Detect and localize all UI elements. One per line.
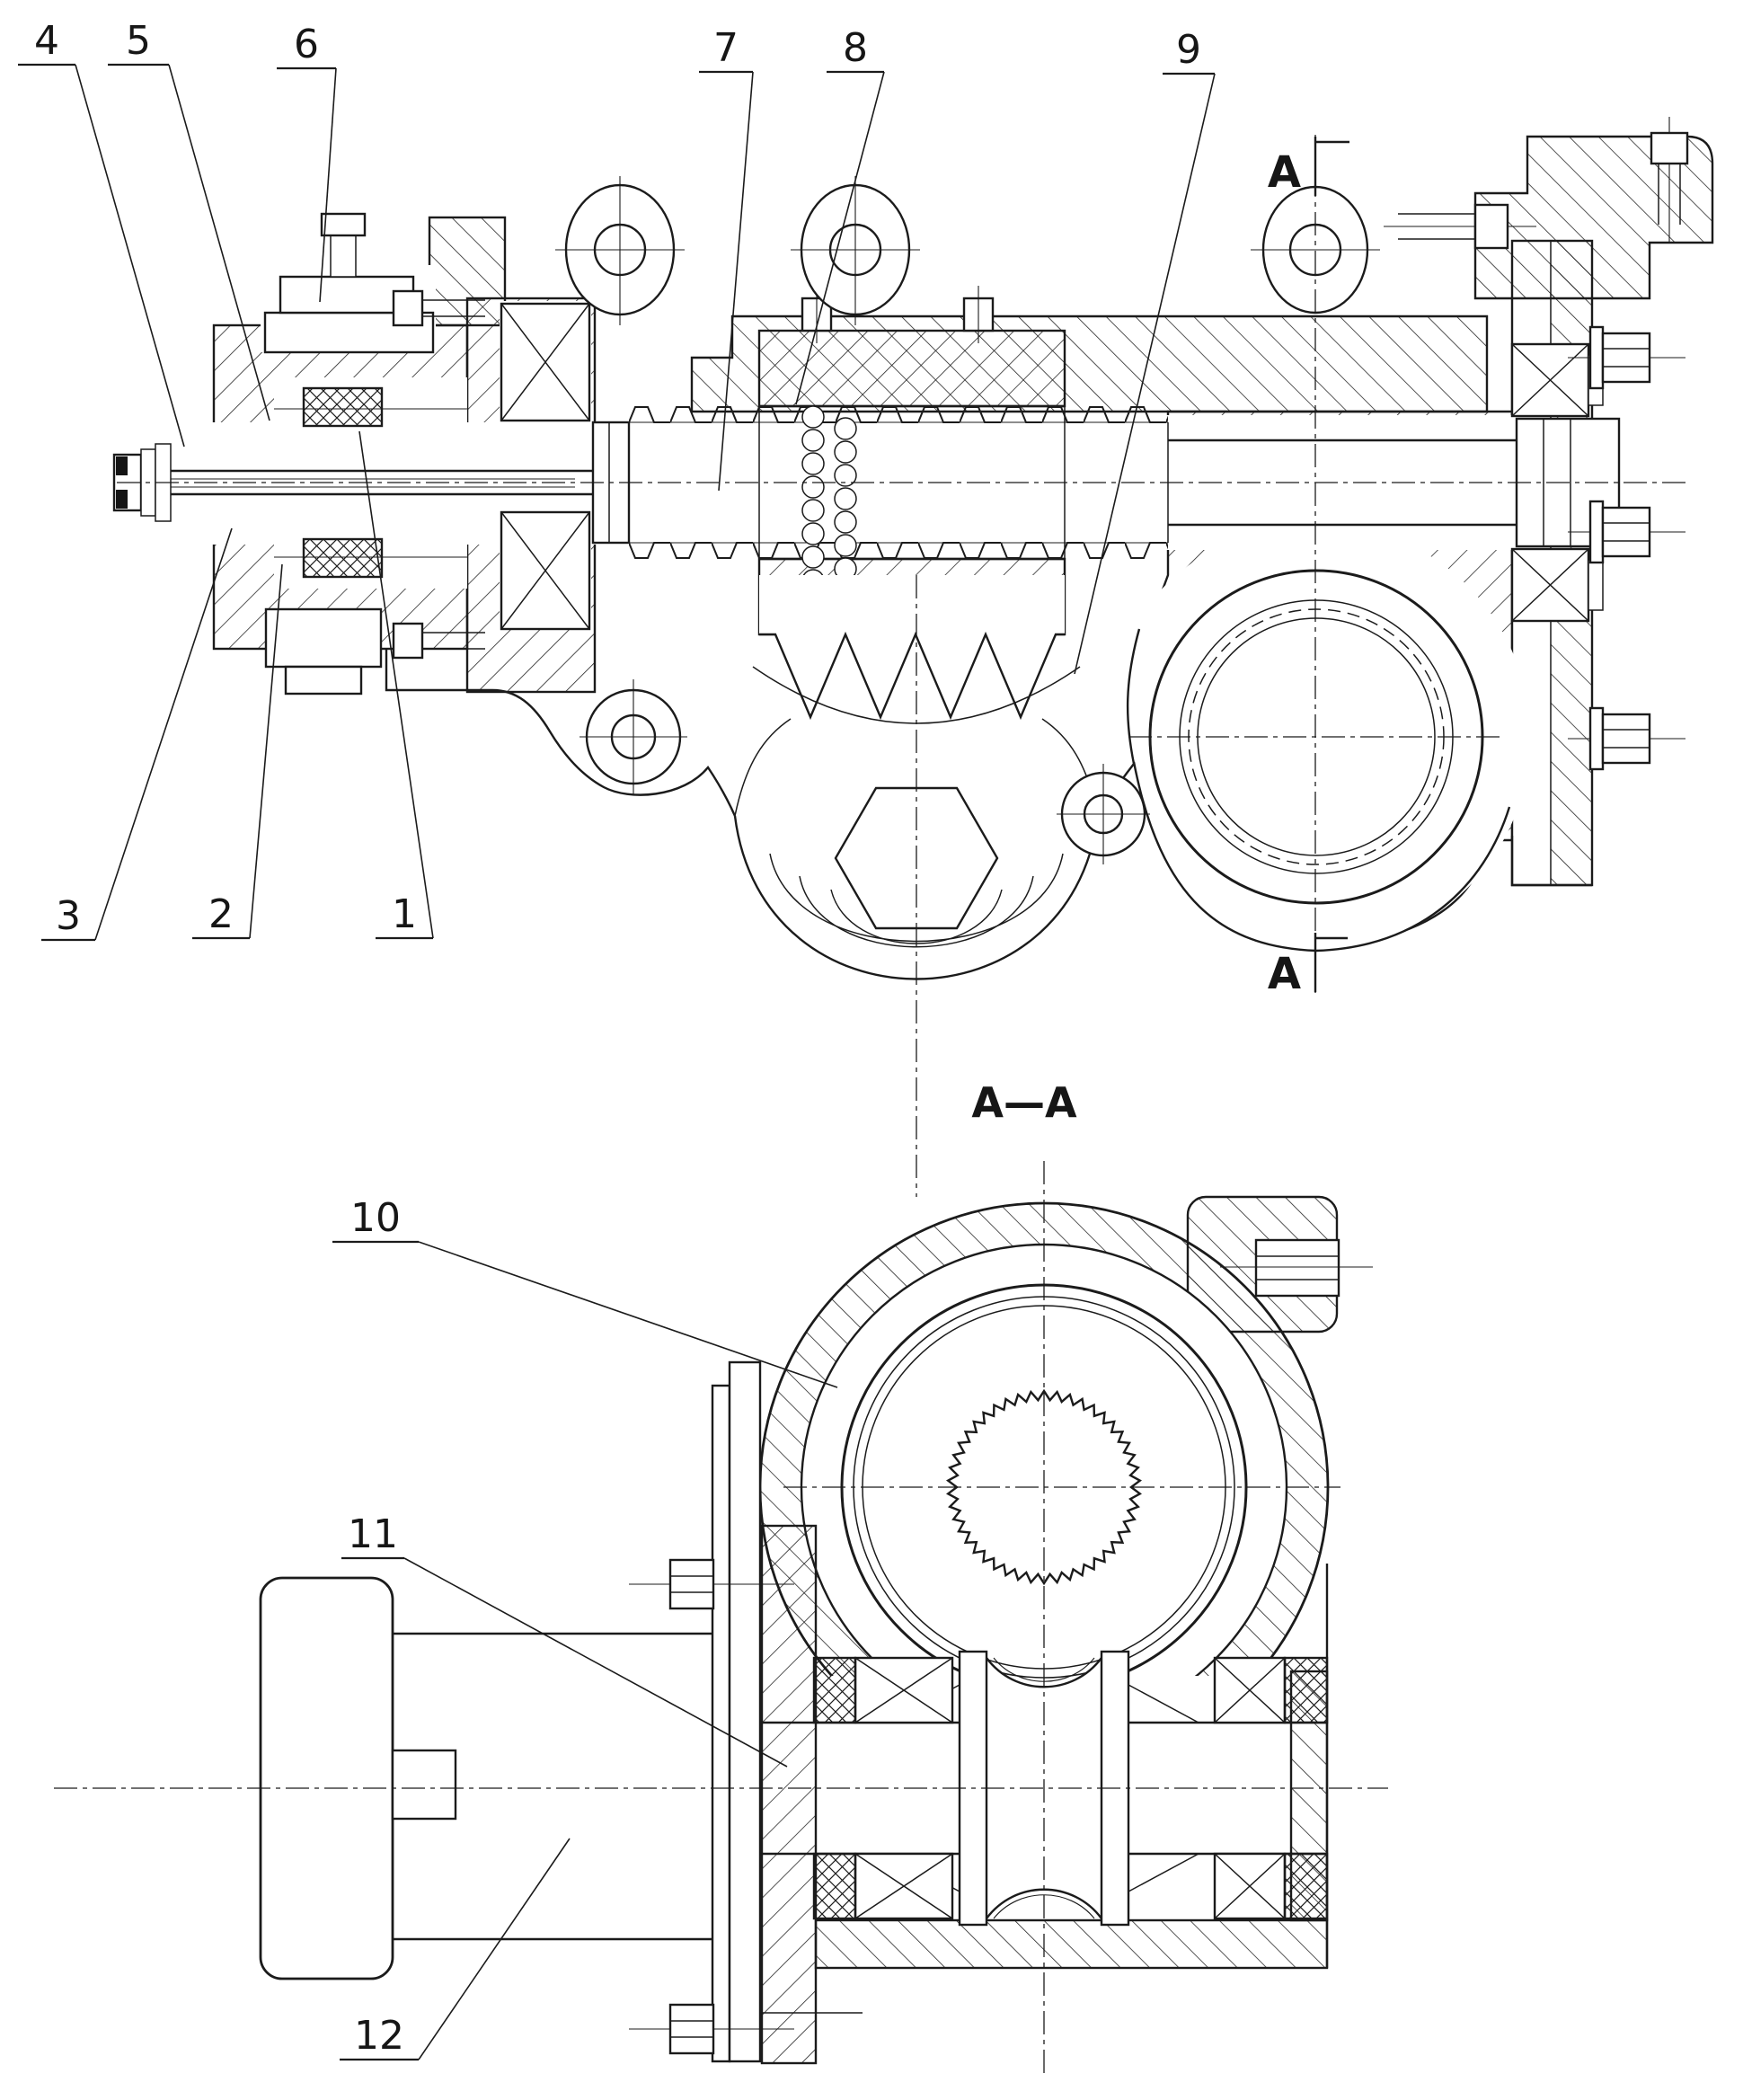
flange-plate-inner [728,1360,762,2063]
flange-bolt-2 [1568,500,1685,564]
callout-12-label: 12 [354,2013,404,2059]
screw-thread-bottom [629,542,1168,561]
adjuster-plate [284,665,363,696]
left-bolt-shaft-lower [422,632,485,650]
cap-stud-head [320,212,367,237]
callout-12: 12 [340,1838,571,2061]
right-flange-bolts [1384,117,1689,771]
input-shaft-assembly [112,212,595,696]
left-bolt-shaft-upper [422,299,485,317]
callout-11: 11 [341,1511,788,1768]
callout-4-label: 4 [34,18,59,64]
motor-shaft-stub [391,1749,457,1821]
callout-10: 10 [332,1195,838,1388]
motor-and-flange [259,1360,794,2063]
callout-4: 4 [18,18,185,447]
callout-5-label: 5 [126,18,151,64]
callout-8: 8 [795,25,885,405]
left-bolt-head-upper [392,289,424,327]
bolt-boss-lower-left [580,679,687,794]
callout-10-label: 10 [350,1195,401,1241]
left-wall-section [760,1524,818,2065]
adjuster-housing [264,607,383,669]
flange-bolt-3 [1568,706,1685,771]
callout-3-label: 3 [56,893,81,939]
callout-9-label: 9 [1176,27,1201,73]
worm-waist-top [986,1657,1102,1688]
ball-nut-top-band [757,329,1066,408]
left-bolt-head-lower [392,622,424,660]
callout-1-label: 1 [392,891,417,937]
screw-thread-top [629,404,1168,423]
base-wall-section [814,1918,1329,1970]
callout-3: 3 [41,527,233,942]
section-a-a-view: 10 11 12 [54,1161,1388,2074]
callout-1: 1 [358,430,434,940]
lock-nut-upper [302,386,384,428]
centerlines-section-view [54,1161,1388,2074]
motor-body [259,1576,394,1980]
lock-nut-lower [302,537,384,579]
valve-cap-inner [279,275,415,315]
callouts-section-view: 10 11 12 [332,1195,838,2061]
callout-5: 5 [108,18,270,421]
marker-top-label: A [1268,147,1301,198]
marker-bottom-label: A [1268,949,1301,999]
cutting-plane-marker-bottom: A [1268,933,1348,999]
top-vertical-bolt [1650,117,1689,243]
top-right-cap-block [1473,135,1714,300]
cap-stud [330,231,357,278]
flange-plate-outer [711,1384,731,2063]
top-horizontal-bolt [1384,203,1536,250]
callout-8-label: 8 [843,25,868,71]
callout-6: 6 [277,22,337,303]
callout-11-label: 11 [348,1511,398,1557]
flange-bolt-bottom [629,2003,794,2055]
threaded-hole [1254,1238,1340,1298]
shaft-end-seal-top [116,456,128,475]
callout-2-label: 2 [208,891,234,937]
centerlines-top-view [117,135,1689,1197]
flange-bolt-1 [1568,325,1685,390]
flange-bolt-top [629,1558,794,1610]
worm-bearings [854,1656,1287,1920]
cutting-plane-marker-top: A [1268,137,1349,198]
callout-7-label: 7 [713,25,739,71]
callout-9: 9 [1074,27,1216,675]
bolt-boss-lower-right [1057,764,1150,864]
callout-6-label: 6 [294,22,319,67]
callout-7: 7 [699,25,754,492]
main-longitudinal-section-view: A A 4 5 6 7 8 [18,18,1714,1197]
screw-left-bearing [500,302,591,631]
callouts-top-view: 4 5 6 7 8 9 3 [18,18,1216,942]
shaft-end-seal-bottom [116,490,128,509]
shaft-seals [812,1656,1329,1920]
cover-bolt-boss-1 [555,176,685,325]
section-title: A—A [971,1078,1077,1127]
callout-2: 2 [192,563,283,940]
